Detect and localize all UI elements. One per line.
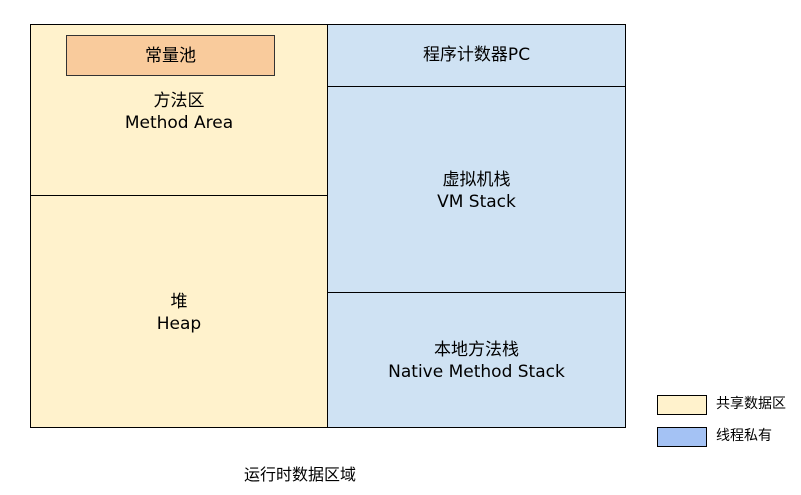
- vm-stack-region: 虚拟机栈 VM Stack: [327, 86, 626, 293]
- native-stack-label-zh: 本地方法栈: [434, 340, 519, 360]
- diagram-caption: 运行时数据区域: [244, 465, 357, 484]
- constant-pool-label: 常量池: [145, 46, 196, 66]
- pc-register-region: 程序计数器PC: [327, 24, 626, 87]
- legend-private-label: 线程私有: [716, 428, 772, 444]
- method-area-region: 常量池 方法区 Method Area: [30, 24, 328, 196]
- native-stack-label-en: Native Method Stack: [388, 362, 565, 382]
- heap-region: 堆 Heap: [30, 195, 328, 428]
- method-area-label-en: Method Area: [124, 113, 234, 133]
- legend-shared-label: 共享数据区: [716, 396, 786, 412]
- constant-pool-box: 常量池: [66, 35, 275, 76]
- native-method-stack-region: 本地方法栈 Native Method Stack: [327, 292, 626, 428]
- method-area-label-zh: 方法区: [153, 91, 205, 111]
- vm-stack-label-en: VM Stack: [437, 192, 516, 212]
- heap-label-en: Heap: [156, 314, 202, 334]
- pc-register-label: 程序计数器PC: [422, 45, 531, 65]
- legend-shared-swatch: [657, 395, 707, 415]
- heap-label-zh: 堆: [170, 292, 188, 312]
- legend-private-swatch: [657, 427, 707, 447]
- vm-stack-label-zh: 虚拟机栈: [442, 170, 511, 190]
